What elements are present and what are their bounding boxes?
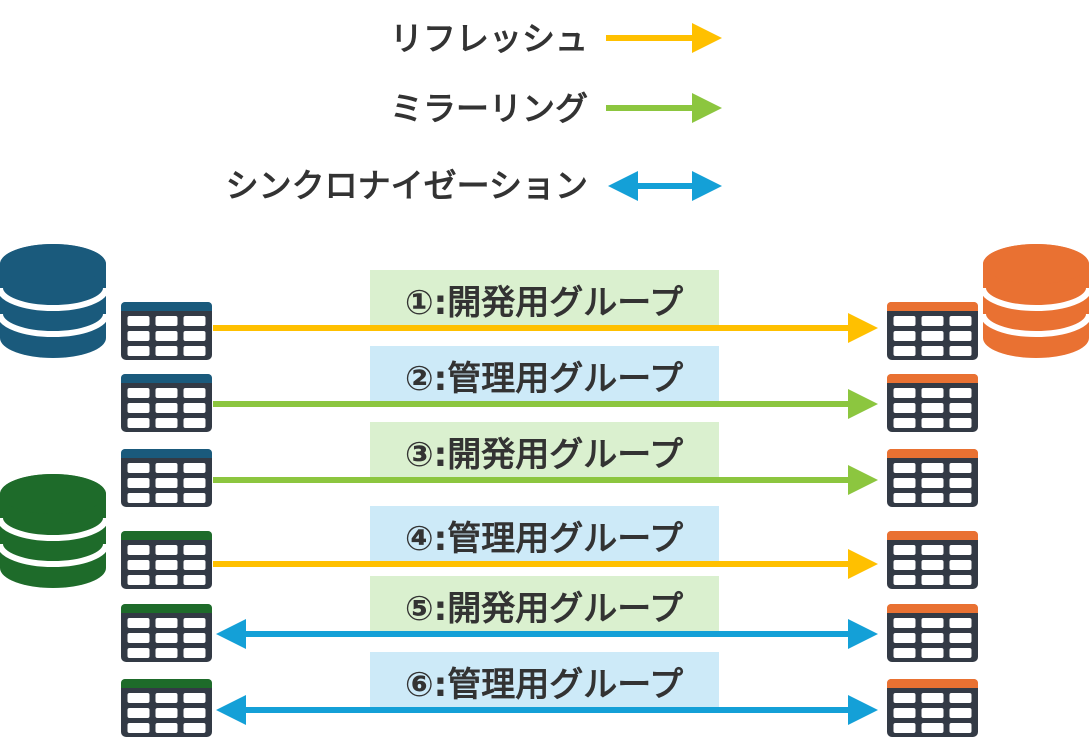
legend-label-synchronization: シンクロナイゼーション (226, 166, 588, 205)
group-rows: ①:開発用グループ ②:管理用グループ ③:開発用グループ ④:管理用グループ … (213, 270, 878, 725)
legend-item-refresh: リフレッシュ (390, 19, 722, 58)
source-table-icon (121, 302, 212, 360)
target-table-icon (887, 604, 978, 662)
legend-label-mirroring: ミラーリング (390, 89, 588, 128)
group-label-background (370, 506, 719, 564)
source-table-icon (121, 449, 212, 507)
target-table-icon (887, 531, 978, 589)
target-table-icon (887, 679, 978, 737)
group-label-background (370, 346, 719, 404)
group-row-5: ⑤:開発用グループ (216, 576, 878, 649)
group-label: ⑤:開発用グループ (405, 589, 683, 629)
group-label: ④:管理用グループ (405, 519, 683, 559)
source-table-icon (121, 374, 212, 432)
target-table-icon (887, 374, 978, 432)
legend-label-refresh: リフレッシュ (390, 19, 588, 58)
group-row-3: ③:開発用グループ (213, 422, 878, 495)
group-row-6: ⑥:管理用グループ (216, 652, 878, 725)
group-label: ①:開発用グループ (405, 283, 683, 323)
source-database-blue-icon (0, 244, 109, 358)
group-label: ⑥:管理用グループ (405, 665, 683, 705)
target-table-icon (887, 449, 978, 507)
source-table-icon (121, 604, 212, 662)
group-label-background (370, 422, 719, 480)
legend-item-synchronization: シンクロナイゼーション (226, 166, 722, 205)
table-icons (121, 302, 978, 737)
target-table-icon (887, 302, 978, 360)
source-database-green-icon (0, 474, 109, 588)
legend: リフレッシュ ミラーリング シンクロナイゼーション (226, 19, 722, 205)
legend-item-mirroring: ミラーリング (390, 89, 722, 128)
group-label-background (370, 270, 719, 328)
group-label: ③:開発用グループ (405, 435, 683, 475)
group-row-1: ①:開発用グループ (213, 270, 878, 343)
group-row-4: ④:管理用グループ (213, 506, 878, 579)
target-database-orange-icon (980, 244, 1089, 358)
source-table-icon (121, 531, 212, 589)
source-table-icon (121, 679, 212, 737)
group-label: ②:管理用グループ (405, 359, 683, 399)
group-row-2: ②:管理用グループ (213, 346, 878, 419)
